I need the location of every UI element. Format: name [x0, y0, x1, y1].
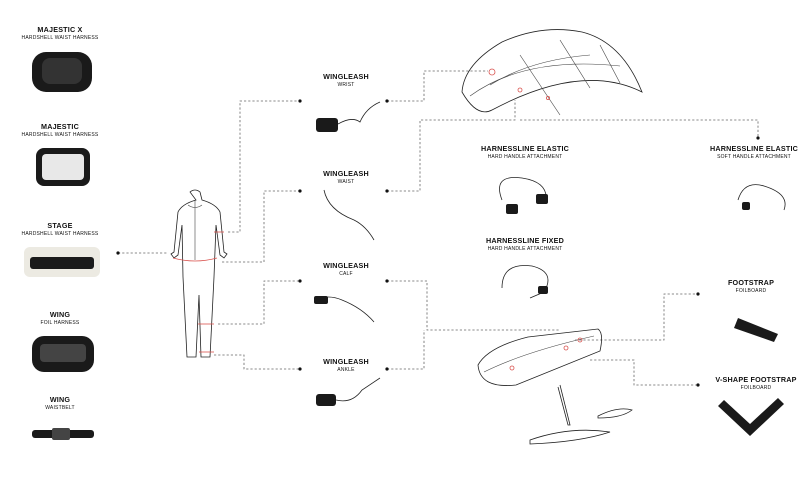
- wetsuit-icon: [170, 189, 228, 358]
- product-subtitle: FOILBOARD: [735, 288, 767, 295]
- product-title: WINGLEASH: [323, 261, 369, 270]
- product-title: HARNESSLINE ELASTIC: [709, 144, 799, 153]
- product-subtitle: HARD HANDLE ATTACHMENT: [487, 246, 563, 253]
- product-subtitle: ANKLE: [337, 367, 355, 374]
- product-subtitle: HARDSHELL WAIST HARNESS: [21, 35, 99, 42]
- footstrap-label: FOOTSTRAP FOILBOARD: [706, 279, 796, 294]
- product-title: MAJESTIC: [41, 122, 79, 131]
- product-subtitle: WAISTBELT: [45, 405, 75, 412]
- harness-label-majestic: MAJESTIC HARDSHELL WAIST HARNESS: [12, 123, 108, 138]
- product-title: WINGLEASH: [323, 357, 369, 366]
- foilboard-icon: [477, 328, 633, 445]
- wingleash-label-wrist: WINGLEASH WRIST: [304, 73, 388, 88]
- harness-icon: [24, 52, 100, 440]
- product-subtitle: CALF: [339, 271, 353, 278]
- product-subtitle: SOFT HANDLE ATTACHMENT: [717, 154, 791, 161]
- product-title: HARNESSLINE FIXED: [485, 236, 565, 245]
- product-subtitle: WAIST: [337, 179, 355, 186]
- footstrap-icon: [718, 318, 784, 436]
- product-subtitle: WRIST: [337, 82, 355, 89]
- wingleash-label-ankle: WINGLEASH ANKLE: [304, 358, 388, 373]
- harnessline-label-elastic-hard: HARNESSLINE ELASTIC HARD HANDLE ATTACHME…: [470, 145, 580, 160]
- product-title: HARNESSLINE ELASTIC: [480, 144, 570, 153]
- wingleash-label-waist: WINGLEASH WAIST: [304, 170, 388, 185]
- product-title: V-SHAPE FOOTSTRAP: [715, 375, 797, 384]
- leash-icon: [314, 101, 381, 406]
- product-title: WINGLEASH: [323, 72, 369, 81]
- harness-label-wing-waistbelt: WING WAISTBELT: [12, 396, 108, 411]
- product-title: STAGE: [47, 221, 73, 230]
- wingleash-label-calf: WINGLEASH CALF: [304, 262, 388, 277]
- product-subtitle: HARDSHELL WAIST HARNESS: [21, 231, 99, 238]
- harnessline-icon: [499, 177, 786, 299]
- product-subtitle: HARDSHELL WAIST HARNESS: [21, 132, 99, 139]
- v-shape-footstrap-label: V-SHAPE FOOTSTRAP FOILBOARD: [704, 376, 808, 391]
- harness-label-majestic-x: MAJESTIC X HARDSHELL WAIST HARNESS: [12, 26, 108, 41]
- wing-icon: [461, 29, 643, 116]
- product-title: MAJESTIC X: [37, 25, 83, 34]
- harnessline-label-elastic-soft: HARNESSLINE ELASTIC SOFT HANDLE ATTACHME…: [702, 145, 806, 160]
- product-title: WING: [49, 310, 71, 319]
- product-subtitle: FOIL HARNESS: [40, 320, 80, 327]
- product-title: WINGLEASH: [323, 169, 369, 178]
- product-subtitle: FOILBOARD: [740, 385, 772, 392]
- product-title: WING: [49, 395, 71, 404]
- harness-label-stage: STAGE HARDSHELL WAIST HARNESS: [12, 222, 108, 237]
- product-subtitle: HARD HANDLE ATTACHMENT: [487, 154, 563, 161]
- harness-label-wing-foil: WING FOIL HARNESS: [12, 311, 108, 326]
- harnessline-label-fixed-hard: HARNESSLINE FIXED HARD HANDLE ATTACHMENT: [470, 237, 580, 252]
- product-title: FOOTSTRAP: [727, 278, 775, 287]
